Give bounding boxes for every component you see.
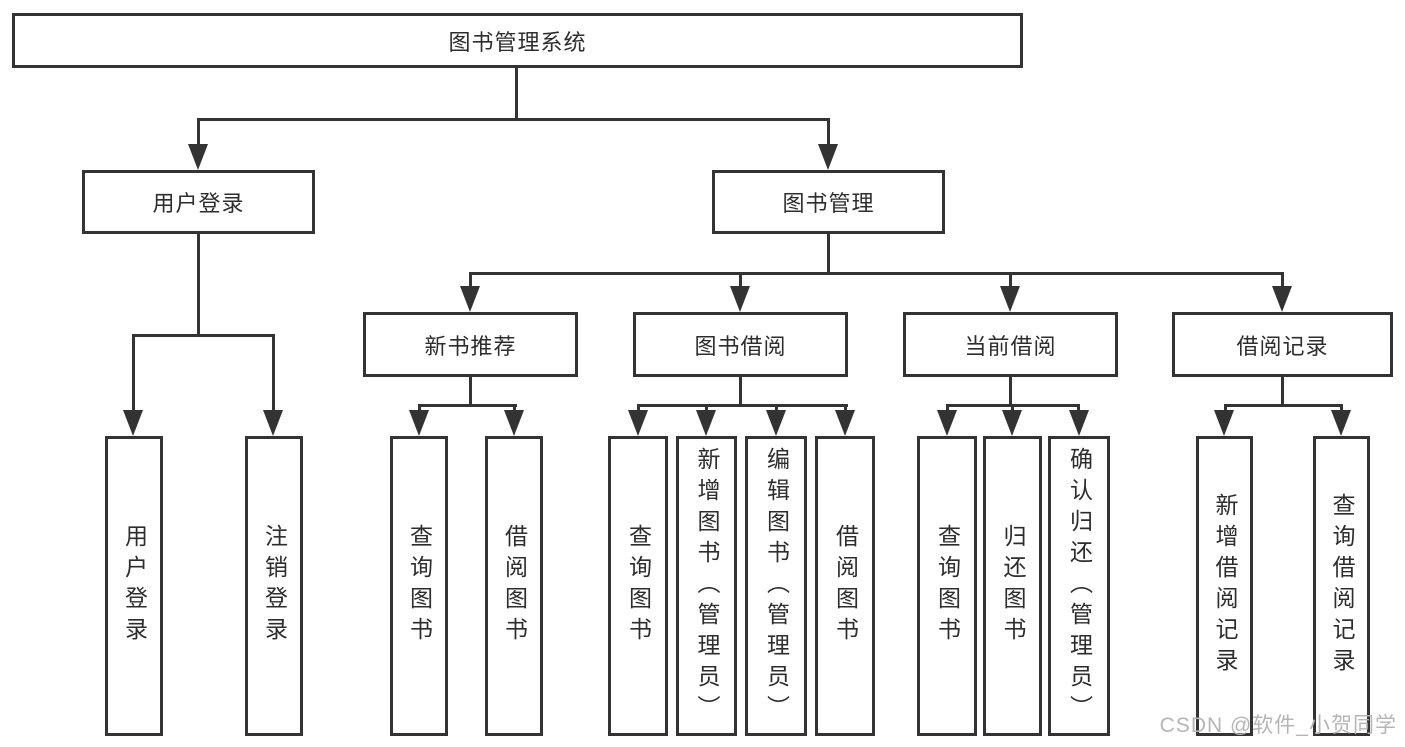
node-borrow-record-label: 借阅记录 [1236,333,1329,359]
leaf-logout-label: 注销登录 [261,524,288,648]
leaf-confirm-return-admin-label: 确认归还（管理员） [1066,446,1093,726]
node-book-management-label: 图书管理 [782,191,875,216]
leaf-add-book-admin: 新增图书（管理员） [676,436,737,736]
arrow-to-leaf-query-borrow-record [1331,410,1351,436]
connector-record-leaf2-stem [1340,404,1343,413]
leaf-user-login-label: 用户登录 [121,524,148,648]
arrow-to-leaf-add-borrow-record [1214,410,1234,436]
connector-recommend-leaf1-stem [418,404,421,413]
leaf-query-books-borrow-label: 查询图书 [625,524,652,648]
arrow-to-leaf-query-books-current [937,410,957,436]
node-new-book-recommend-label: 新书推荐 [424,333,517,359]
arrow-to-record [1272,286,1292,312]
arrow-to-book-management [818,144,838,170]
node-user-login: 用户登录 [82,170,315,234]
connector-borrow-drop [739,272,742,288]
node-new-book-recommend: 新书推荐 [363,312,578,377]
connector-current-down [1009,377,1012,406]
connector-book-down [827,234,830,274]
connector-user-leaf2-drop [272,334,275,412]
connector-user-drop [197,118,200,148]
leaf-query-books-recommend-label: 查询图书 [406,524,433,648]
leaf-borrow-books-recommend-label: 借阅图书 [501,524,528,648]
connector-level2-rail [197,118,830,121]
arrow-to-leaf-query-books-recommend [409,410,429,436]
connector-user-leaf1-drop [132,334,135,412]
arrow-to-leaf-query-books-borrow [628,410,648,436]
connector-record-drop [1281,272,1284,288]
arrow-to-leaf-borrow-books [835,410,855,436]
arrow-to-leaf-borrow-books-recommend [504,410,524,436]
node-borrow-record: 借阅记录 [1172,312,1393,377]
leaf-borrow-books-recommend: 借阅图书 [485,436,543,736]
connector-record-down [1281,377,1284,406]
arrow-to-recommend [460,286,480,312]
node-user-login-label: 用户登录 [152,191,245,216]
connector-recommend-branch [418,404,517,407]
connector-borrow-leaf1-stem [637,404,640,413]
leaf-query-books-current: 查询图书 [917,436,977,736]
leaf-borrow-books: 借阅图书 [815,436,875,736]
leaf-borrow-books-label: 借阅图书 [832,524,859,648]
connector-current-leaf1-stem [946,404,949,413]
leaf-return-book-label: 归还图书 [1000,524,1026,648]
leaf-return-book: 归还图书 [983,436,1042,736]
connector-borrow-branch [637,404,848,407]
node-book-borrow-label: 图书借阅 [694,333,787,359]
leaf-edit-book-admin: 编辑图书（管理员） [745,436,807,736]
csdn-watermark: CSDN @软件_小贺同学 [1159,714,1397,737]
connector-current-drop [1009,272,1012,288]
leaf-query-borrow-record: 查询借阅记录 [1313,436,1370,736]
node-root: 图书管理系统 [12,13,1023,68]
connector-user-branch [132,334,275,337]
leaf-add-book-admin-label: 新增图书（管理员） [694,446,720,726]
connector-current-leaf3-stem [1077,404,1080,413]
arrow-to-leaf-add-book [696,410,716,436]
arrow-to-leaf-edit-book [766,410,786,436]
connector-level3-rail [469,272,1284,275]
arrow-to-leaf-confirm-return [1069,410,1089,436]
connector-recommend-drop [469,272,472,288]
leaf-query-borrow-record-label: 查询借阅记录 [1329,493,1355,679]
connector-current-leaf2-stem [1011,404,1014,413]
connector-recommend-leaf2-stem [513,404,516,413]
connector-book-drop [827,118,830,148]
node-current-borrow: 当前借阅 [903,312,1118,377]
leaf-add-borrow-record: 新增借阅记录 [1196,436,1253,736]
leaf-add-borrow-record-label: 新增借阅记录 [1212,493,1238,679]
connector-borrow-down [739,377,742,406]
connector-borrow-leaf4-stem [844,404,847,413]
connector-root-stem [515,68,518,120]
arrow-to-leaf-logout [263,410,283,436]
arrow-to-user-login [188,144,208,170]
arrow-to-leaf-return-book [1002,410,1022,436]
leaf-logout: 注销登录 [245,436,303,736]
connector-borrow-leaf2-stem [705,404,708,413]
leaf-query-books-borrow: 查询图书 [608,436,668,736]
node-book-borrow: 图书借阅 [633,312,848,377]
arrow-to-current [1000,286,1020,312]
node-book-management: 图书管理 [712,170,945,234]
node-current-borrow-label: 当前借阅 [964,333,1057,359]
connector-borrow-leaf3-stem [775,404,778,413]
leaf-query-books-current-label: 查询图书 [934,524,961,648]
arrow-to-borrow [730,286,750,312]
leaf-confirm-return-admin: 确认归还（管理员） [1048,436,1110,736]
leaf-query-books-recommend: 查询图书 [390,436,448,736]
arrow-to-leaf-user-login [123,410,143,436]
leaf-edit-book-admin-label: 编辑图书（管理员） [763,446,790,726]
connector-recommend-down [469,377,472,406]
connector-record-leaf1-stem [1224,404,1227,413]
node-root-label: 图书管理系统 [448,29,587,55]
connector-user-down [197,234,200,337]
connector-record-branch [1224,404,1343,407]
leaf-user-login: 用户登录 [105,436,163,736]
